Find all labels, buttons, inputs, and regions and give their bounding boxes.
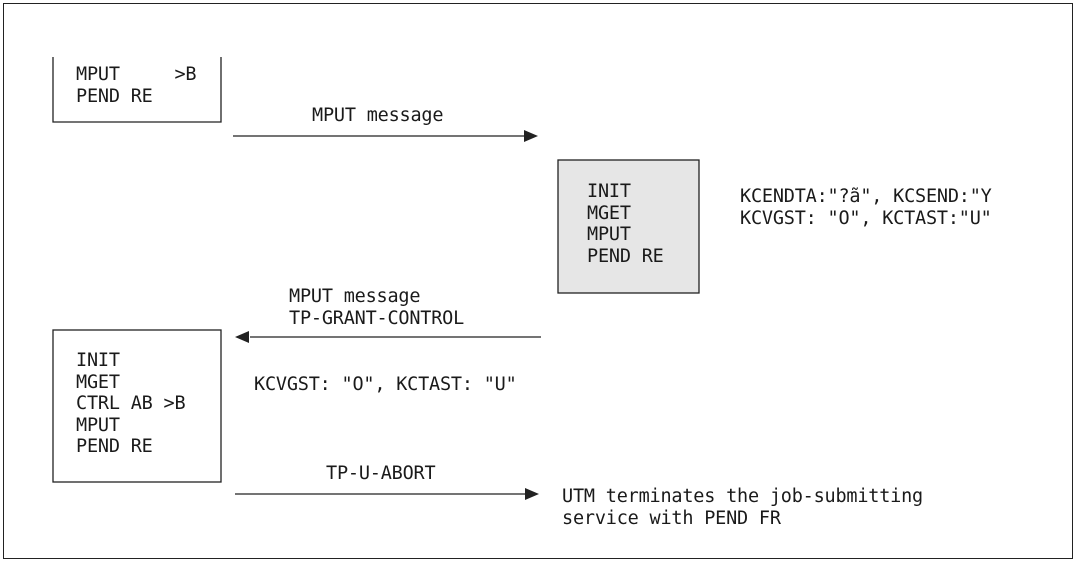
arrow-mput-head [524, 130, 538, 142]
arrow-abort-label: TP-U-ABORT [326, 463, 436, 484]
box-top-left-line: MPUT >B [76, 64, 197, 85]
box-bottom-left-line: INIT [76, 350, 120, 371]
arrow-grant-label: MPUT message TP-GRANT-CONTROL [289, 286, 464, 329]
box-bottom-left-line: MPUT [76, 414, 120, 436]
box-middle-line: MPUT [587, 224, 631, 245]
arrow-grant-label-line: MPUT message [289, 286, 421, 307]
box-bottom-left-line: PEND RE [76, 436, 153, 457]
box-bottom-left-line: CTRL AB >B [76, 393, 186, 414]
box-middle-outline [557, 159, 700, 294]
arrow-abort-head [525, 488, 539, 500]
box-top-left-line: PEND RE [76, 85, 153, 107]
box-top-left: MPUT >B PEND RE [76, 64, 197, 107]
arrow-grant-label-line: TP-GRANT-CONTROL [289, 307, 465, 329]
note-bottom-right-line: service with PEND FR [562, 507, 781, 529]
note-top-right-line: KCENDTA:"?ã", KCSEND:"Y [740, 186, 992, 207]
box-middle-line: INIT [587, 181, 631, 202]
box-bottom-left-line: MGET [76, 371, 120, 393]
note-top-right: KCENDTA:"?ã", KCSEND:"Y KCVGST: "O", KCT… [740, 186, 992, 229]
note-bottom-right-line: UTM terminates the job-submitting [562, 486, 923, 507]
note-middle-left: KCVGST: "O", KCTAST: "U" [254, 374, 517, 395]
diagram-border [3, 3, 1073, 559]
box-bottom-left: INIT MGET CTRL AB >B MPUT PEND RE [76, 350, 186, 458]
box-top-left-outline [52, 57, 222, 123]
arrow-grant-head [235, 331, 249, 343]
box-middle-line: PEND RE [587, 245, 664, 267]
box-bottom-left-outline [52, 329, 222, 483]
note-top-right-line: KCVGST: "O", KCTAST:"U" [740, 207, 992, 229]
box-middle-line: MGET [587, 202, 631, 224]
box-middle: INIT MGET MPUT PEND RE [587, 181, 664, 267]
note-bottom-right: UTM terminates the job-submitting servic… [562, 486, 923, 529]
arrow-mput-label: MPUT message [312, 105, 444, 126]
